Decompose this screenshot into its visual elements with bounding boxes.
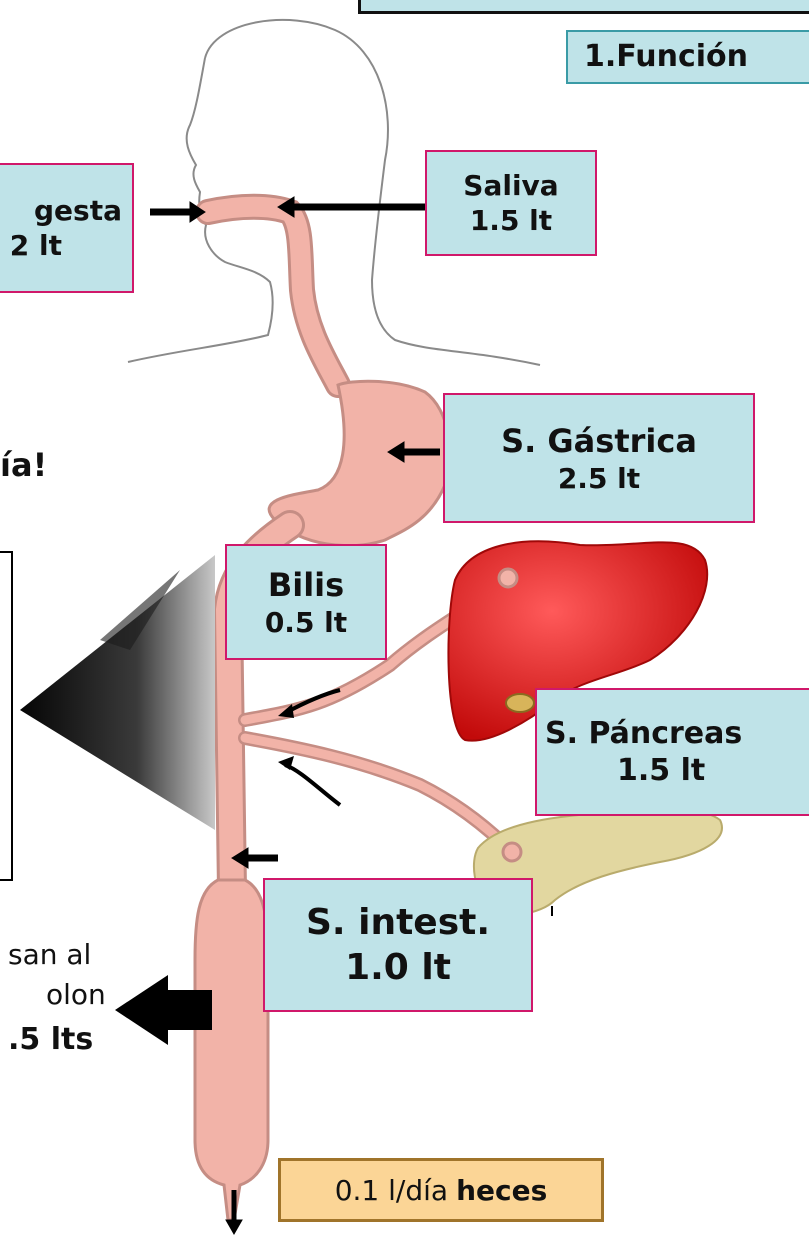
- pancreas-duct-end: [503, 843, 521, 861]
- gallbladder: [506, 694, 534, 712]
- pancreas-value: 1.5 lt: [617, 752, 705, 790]
- page-title: 1.Función: [566, 30, 809, 84]
- saliva-label: Saliva: [463, 168, 558, 203]
- liver-duct-end: [499, 569, 517, 587]
- colon-line-1: san al: [8, 938, 91, 971]
- ingesta-label: gesta: [34, 193, 122, 228]
- heces-box: 0.1 l/día heces: [278, 1158, 604, 1222]
- saliva-value: 1.5 lt: [470, 203, 552, 238]
- intestinal-label: S. intest.: [306, 900, 490, 945]
- bilis-box: Bilis 0.5 lt: [225, 544, 387, 660]
- pancreas-label: S. Páncreas: [545, 715, 742, 753]
- heces-amount: 0.1 l/día: [335, 1174, 448, 1207]
- ingesta-box: gesta 2 lt: [0, 163, 134, 293]
- colon: [195, 880, 268, 1220]
- saliva-box: Saliva 1.5 lt: [425, 150, 597, 256]
- colon-line-2: olon: [46, 978, 106, 1011]
- intestinal-box: S. intest. 1.0 lt: [263, 878, 533, 1012]
- pancreas-box: S. Páncreas 1.5 lt: [535, 688, 809, 816]
- title-text: 1.Función: [584, 38, 748, 76]
- intestinal-value: 1.0 lt: [345, 945, 451, 990]
- ingesta-value: 2 lt: [10, 228, 62, 263]
- day-fragment: ía!: [0, 446, 47, 484]
- bilis-label: Bilis: [268, 565, 344, 605]
- absorption-arrow: [20, 555, 215, 830]
- gastrica-value: 2.5 lt: [558, 461, 640, 496]
- colon-amount: .5 lts: [8, 1022, 93, 1057]
- pancreatic-duct: [245, 738, 512, 852]
- gastrica-box: S. Gástrica 2.5 lt: [443, 393, 755, 523]
- gastrica-label: S. Gástrica: [501, 421, 697, 461]
- title-bar: [358, 0, 809, 14]
- left-frame: [0, 552, 12, 880]
- heces-label: heces: [456, 1174, 547, 1207]
- bilis-value: 0.5 lt: [265, 605, 347, 640]
